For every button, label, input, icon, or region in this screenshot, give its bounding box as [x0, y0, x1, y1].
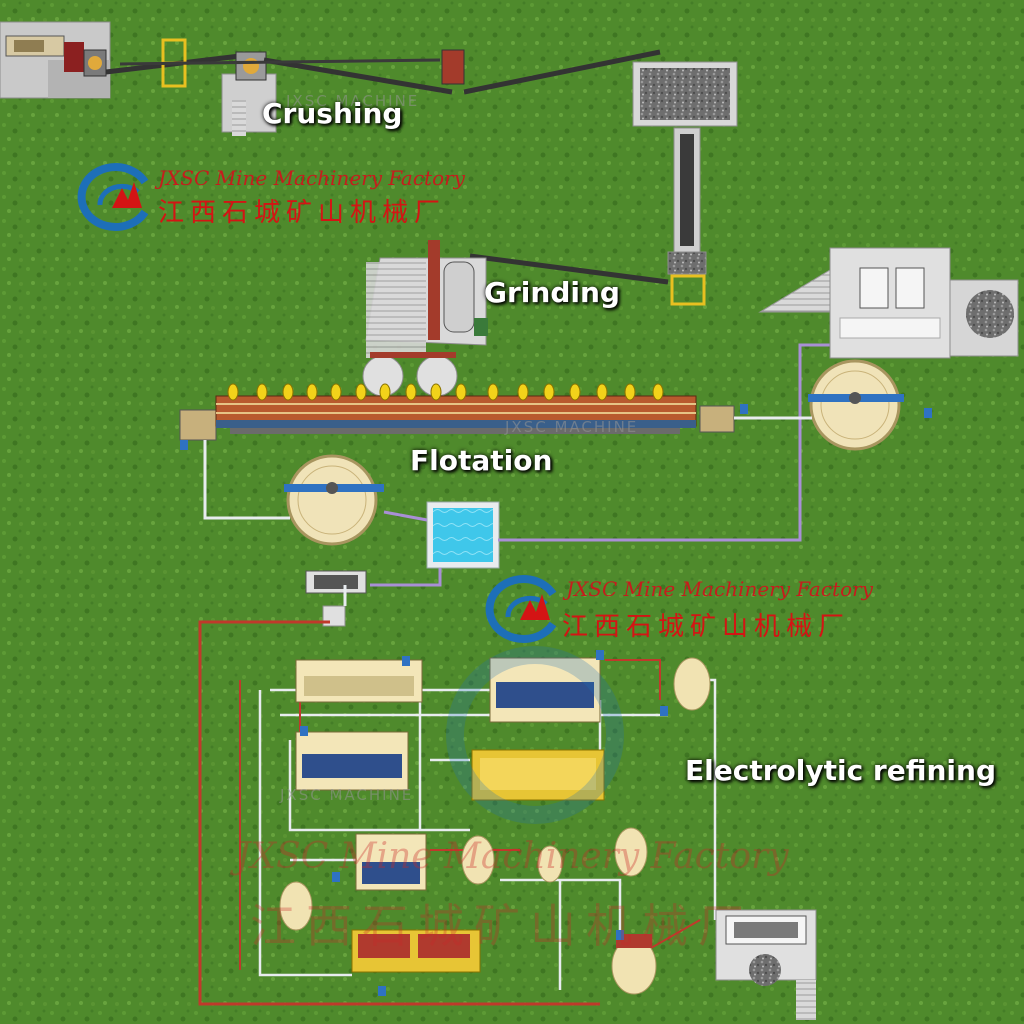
watermark-text: JXSC MACHINE — [280, 786, 414, 804]
filter-press-stairs — [796, 980, 816, 1020]
ball-mill — [443, 261, 475, 333]
thickener-right — [809, 359, 901, 451]
jxsc-logo-icon — [77, 163, 149, 231]
flotation-pipes — [203, 343, 832, 606]
jxsc-logo-icon — [485, 575, 557, 643]
crushing-stairs — [232, 100, 246, 136]
belt-conveyor-grinding — [469, 253, 669, 285]
feeder — [64, 42, 84, 72]
electrolytic-area — [180, 404, 932, 1020]
watermark-text: JXSC MACHINE — [505, 418, 639, 436]
red-loop-pipe — [198, 620, 600, 1006]
brand-name-en: JXSC Mine Machinery Factory — [158, 166, 465, 190]
brand-name-en: JXSC Mine Machinery Factory — [566, 577, 873, 601]
compressor-house — [758, 247, 1019, 359]
bucket-elevator — [428, 240, 440, 340]
stage-label-flotation: Flotation — [410, 444, 553, 477]
watermark-logo — [446, 646, 624, 824]
fine-crusher — [441, 49, 465, 85]
grinding-stairs — [366, 262, 426, 358]
storage-tank-5 — [279, 881, 313, 931]
crushing-building — [221, 73, 277, 133]
crushing-area — [0, 21, 661, 136]
belt-conveyor-4 — [119, 58, 441, 66]
pumps — [180, 404, 932, 996]
stage-label-grinding: Grinding — [484, 276, 620, 309]
storage-tank-4 — [614, 827, 648, 877]
watermark-brand-en: JXSC Mine Machinery Factory — [236, 836, 789, 877]
flotation-area — [179, 359, 904, 627]
brand-name-cn: 江西石城矿山机械厂 — [562, 612, 851, 642]
flotation-motors — [227, 383, 664, 401]
concentrate-tank — [699, 405, 735, 433]
brand-name-cn: 江西石城矿山机械厂 — [158, 198, 447, 228]
belt-conveyor-2 — [263, 57, 453, 95]
filter-unit-1 — [859, 267, 889, 309]
conditioning-tank — [179, 409, 217, 441]
stage-label-electrolytic-refining: Electrolytic refining — [685, 754, 996, 787]
storage-tank-3 — [537, 845, 563, 883]
grinding-area — [362, 240, 669, 397]
belt-conveyor-3 — [463, 49, 661, 95]
stockpile-hopper — [667, 251, 707, 275]
storage-tank-2 — [461, 835, 495, 885]
watermark-text: JXSC MACHINE — [286, 92, 420, 110]
watermark-brand-cn: 江西石城矿山机械厂 — [250, 899, 754, 953]
stage-label-crushing: Crushing — [262, 97, 403, 130]
ore-stockpile — [632, 61, 738, 306]
cone-crusher — [235, 51, 267, 81]
flotation-support — [230, 428, 680, 434]
filter-unit-2 — [895, 267, 925, 309]
storage-tank-1 — [673, 657, 711, 711]
thickener-left — [286, 454, 378, 546]
